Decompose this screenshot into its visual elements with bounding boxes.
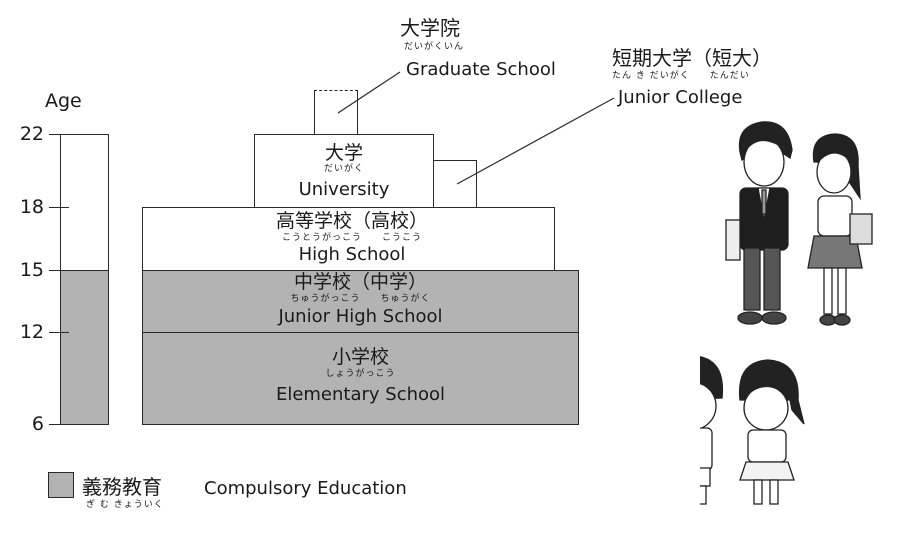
legend-swatch (48, 472, 74, 498)
university-en: University (298, 179, 390, 200)
young-boy-figure (700, 356, 724, 505)
older-girl-figure (807, 133, 873, 326)
university-box (254, 134, 434, 209)
graduate-jp: 大学院 (400, 16, 460, 40)
junior-high-en: Junior High School (278, 306, 443, 327)
elementary-en: Elementary School (275, 384, 446, 405)
high-school-en: High School (298, 244, 406, 265)
graduate-leader-line (337, 71, 401, 114)
students-illustration (700, 121, 873, 505)
high-school-ruby: こうとうがっこう こうこう (281, 233, 422, 243)
young-girl-figure (738, 359, 805, 505)
junior-college-en: Junior College (618, 87, 743, 108)
graduate-ruby: だいがくいん (404, 42, 465, 52)
legend-en: Compulsory Education (204, 478, 407, 499)
elementary-jp: 小学校 (331, 346, 389, 368)
tick-label-18: 18 (19, 196, 44, 218)
tick-label-15: 15 (19, 259, 44, 281)
graduate-en: Graduate School (406, 59, 556, 80)
university-jp: 大学 (324, 142, 363, 164)
tick-mark (49, 424, 69, 425)
junior-college-ruby: たん き だいがく たんだい (612, 71, 750, 81)
tick-label-12: 12 (19, 321, 44, 343)
tick-mark (49, 270, 69, 271)
legend-ruby: ぎ む きょういく (86, 500, 164, 510)
university-ruby: だいがく (323, 164, 364, 174)
tick-label-22: 22 (19, 123, 44, 145)
tick-mark (49, 134, 69, 135)
tick-mark (49, 332, 69, 333)
tick-label-6: 6 (31, 413, 44, 435)
high-school-jp: 高等学校（高校） (275, 210, 428, 232)
elementary-box (142, 332, 579, 425)
junior-college-jp: 短期大学（短大） (612, 46, 772, 70)
junior-high-box (142, 270, 579, 334)
tick-mark (49, 207, 69, 208)
legend-jp: 義務教育 (82, 475, 162, 499)
elementary-ruby: しょうがっこう (325, 369, 396, 379)
junior-college-leader-line (456, 97, 615, 185)
older-boy-figure (725, 121, 793, 325)
junior-high-jp: 中学校（中学） (293, 271, 427, 293)
age-axis-bar-upper (60, 134, 109, 272)
junior-high-ruby: ちゅうがっこう ちゅうがく (290, 294, 431, 304)
age-axis-bar-compulsory (60, 270, 109, 425)
age-axis-title: Age (45, 90, 82, 112)
